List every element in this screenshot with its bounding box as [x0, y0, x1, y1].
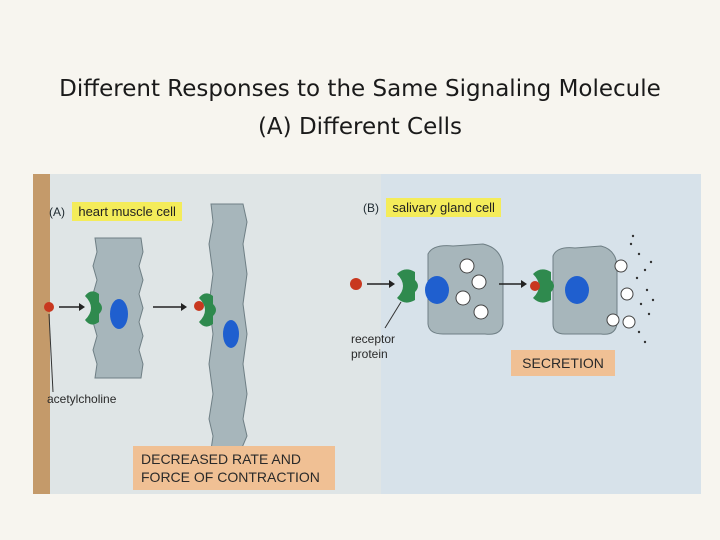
acetylcholine-label: acetylcholine [47, 392, 117, 406]
nucleus-a1 [110, 299, 128, 329]
secreted-vesicle-1 [614, 259, 628, 273]
slide-title: Different Responses to the Same Signalin… [0, 70, 720, 146]
slide-title-line2: (A) Different Cells [257, 114, 463, 140]
panel-b-tag: (B) [363, 201, 379, 215]
acetylcholine-pointer [48, 313, 54, 393]
molecule-b [350, 278, 362, 290]
figure-drawing [33, 174, 701, 494]
panel-b-title: salivary gland cell [386, 198, 501, 217]
receptor-protein-label: receptor protein [351, 332, 395, 362]
panel-a-response-box: DECREASED RATE AND FORCE OF CONTRACTION [133, 446, 335, 490]
vesicle-b1-2 [471, 274, 487, 290]
slide-title-line1: Different Responses to the Same Signalin… [59, 76, 661, 102]
panel-b-background [381, 174, 701, 494]
panel-a-tag: (A) [49, 205, 65, 219]
bound-molecule-a [194, 301, 204, 311]
receptor-b1 [397, 269, 418, 303]
arrowhead-a1 [79, 303, 85, 311]
bound-molecule-b [530, 281, 540, 291]
book-spine [33, 174, 50, 494]
secreted-vesicle-2 [620, 287, 634, 301]
secreted-vesicle-3 [606, 313, 620, 327]
nucleus-a2 [223, 320, 239, 348]
receptor-label-line2: protein [351, 347, 388, 361]
panel-a-header: (A) heart muscle cell [49, 202, 182, 221]
arrowhead-b1 [389, 280, 395, 288]
nucleus-b2 [565, 276, 589, 304]
signaling-figure: (A) heart muscle cell (B) salivary gland… [33, 174, 701, 494]
arrowhead-a2 [181, 303, 187, 311]
panel-a-title: heart muscle cell [72, 202, 182, 221]
panel-b-response-box: SECRETION [511, 350, 615, 376]
panel-b-header: (B) salivary gland cell [363, 198, 501, 217]
panel-a-response-line2: FORCE OF CONTRACTION [141, 469, 320, 485]
receptor-a1 [85, 291, 102, 325]
receptor-pointer [384, 301, 402, 329]
secretion-dots [629, 234, 655, 344]
nucleus-b1 [425, 276, 449, 304]
secreted-vesicle-4 [622, 315, 636, 329]
receptor-a2 [199, 293, 216, 327]
acetylcholine-molecule [44, 302, 54, 312]
arrowhead-b2 [521, 280, 527, 288]
vesicle-b1-3 [455, 290, 471, 306]
vesicle-b1-1 [459, 258, 475, 274]
vesicle-b1-4 [473, 304, 489, 320]
receptor-label-line1: receptor [351, 332, 396, 346]
receptor-b2 [533, 269, 554, 303]
panel-a-response-line1: DECREASED RATE AND [141, 451, 301, 467]
